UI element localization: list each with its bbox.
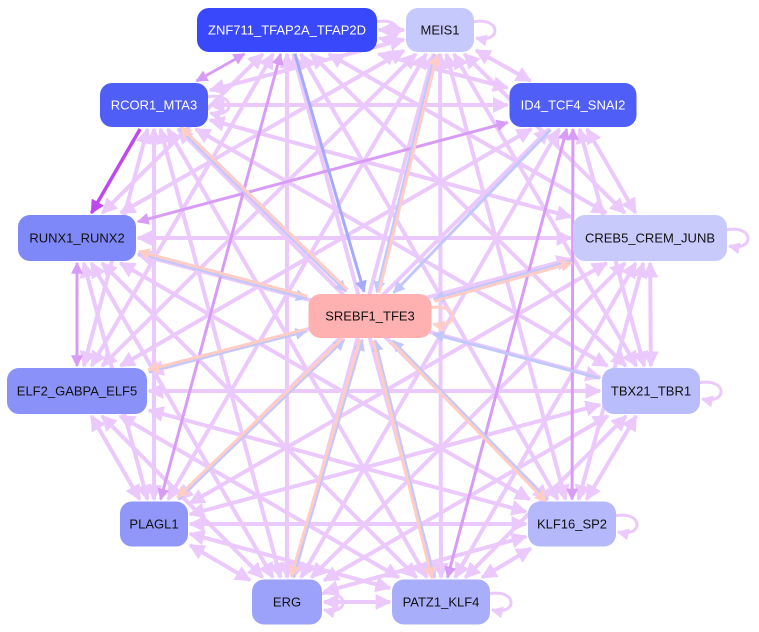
edge-ZNF711_TFAP2A_TFAP2D-to-SREBF1_TFE3	[293, 53, 367, 293]
self-loop-PATZ1_KLF4	[487, 591, 513, 619]
node-label: MEIS1	[420, 23, 459, 38]
node-label: KLF16_SP2	[537, 517, 607, 532]
edge-ID4_TCF4_SNAI2-to-SREBF1_TFE3	[392, 128, 552, 294]
self-loop-SREBF1_TFE3	[429, 305, 454, 333]
edge-SREBF1_TFE3-to-RCOR1_MTA3	[179, 125, 349, 291]
edge-PATZ1_KLF4-to-SREBF1_TFE3	[371, 339, 436, 579]
node-box	[252, 579, 322, 625]
self-loop-CREB5_CREM_JUNB	[724, 227, 750, 255]
edge-SREBF1_TFE3-to-CREB5_CREM_JUNB	[433, 260, 573, 303]
node-label: CREB5_CREM_JUNB	[585, 231, 715, 246]
edge-ERG-to-SREBF1_TFE3	[291, 338, 365, 578]
node-label: ID4_TCF4_SNAI2	[521, 98, 626, 113]
edge-PLAGL1-to-SREBF1_TFE3	[177, 338, 346, 500]
node-label: RCOR1_MTA3	[111, 98, 197, 113]
node-znf711_tfap2a_tfap2d[interactable]: ZNF711_TFAP2A_TFAP2D	[197, 8, 377, 52]
self-loop-KLF16_SP2	[613, 513, 639, 541]
node-box	[602, 368, 700, 414]
node-label: SREBF1_TFE3	[325, 309, 415, 324]
edge-SREBF1_TFE3-to-ELF2_GABPA_ELF5	[147, 327, 307, 373]
node-box	[100, 83, 208, 127]
node-box	[120, 501, 188, 547]
node-klf16_sp2[interactable]: KLF16_SP2	[528, 501, 616, 547]
edge-SREBF1_TFE3-to-PLAGL1	[176, 336, 345, 499]
node-tbx21_tbr1[interactable]: TBX21_TBR1	[602, 368, 700, 414]
edge-MEIS1-to-PATZ1_KLF4	[432, 52, 449, 580]
node-box	[308, 294, 432, 338]
node-id4_tcf4_snai2[interactable]: ID4_TCF4_SNAI2	[509, 83, 637, 127]
node-label: ELF2_GABPA_ELF5	[17, 384, 137, 399]
node-box	[7, 368, 147, 414]
edge-TBX21_TBR1-to-SREBF1_TFE3	[432, 330, 601, 380]
node-box	[197, 8, 377, 52]
node-meis1[interactable]: MEIS1	[406, 8, 474, 52]
node-patz1_klf4[interactable]: PATZ1_KLF4	[392, 579, 490, 625]
node-rcor1_mta3[interactable]: RCOR1_MTA3	[100, 83, 208, 127]
edge-SREBF1_TFE3-to-PATZ1_KLF4	[371, 340, 436, 580]
edge-SREBF1_TFE3-to-RUNX1_RUNX2	[137, 248, 308, 298]
self-loop-MEIS1	[471, 19, 497, 47]
node-box	[528, 501, 616, 547]
node-box	[573, 215, 727, 261]
edges-layer	[71, 19, 750, 619]
node-label: TBX21_TBR1	[611, 384, 691, 399]
edge-CREB5_CREM_JUNB-to-TBX21_TBR1	[642, 261, 659, 368]
node-plagl1[interactable]: PLAGL1	[120, 501, 188, 547]
node-label: RUNX1_RUNX2	[29, 231, 124, 246]
edge-ID4_TCF4_SNAI2-to-KLF16_SP2	[566, 127, 579, 501]
edge-CREB5_CREM_JUNB-to-SREBF1_TFE3	[432, 259, 572, 303]
node-label: ERG	[273, 595, 301, 610]
edge-RUNX1_RUNX2-to-SREBF1_TFE3	[137, 251, 308, 302]
node-creb5_crem_junb[interactable]: CREB5_CREM_JUNB	[573, 215, 727, 261]
edge-MEIS1-to-SREBF1_TFE3	[373, 53, 437, 294]
node-box	[509, 83, 637, 127]
node-elf2_gabpa_elf5[interactable]: ELF2_GABPA_ELF5	[7, 368, 147, 414]
node-srebf1_tfe3[interactable]: SREBF1_TFE3	[308, 294, 432, 338]
self-loop-ZNF711_TFAP2A_TFAP2D	[374, 19, 400, 47]
edge-ELF2_GABPA_ELF5-to-SREBF1_TFE3	[148, 328, 308, 374]
edge-PLAGL1-to-ERG	[188, 543, 252, 583]
self-loop-RCOR1_MTA3	[205, 94, 231, 122]
edge-MEIS1-to-PLAGL1	[166, 52, 428, 501]
edge-RCOR1_MTA3-to-SREBF1_TFE3	[178, 127, 348, 293]
edge-SREBF1_TFE3-to-ERG	[288, 338, 362, 578]
node-label: PATZ1_KLF4	[403, 595, 480, 610]
node-erg[interactable]: ERG	[252, 579, 322, 625]
node-box	[392, 579, 490, 625]
node-box	[406, 8, 474, 52]
self-loop-TBX21_TBR1	[697, 380, 723, 408]
edge-SREBF1_TFE3-to-KLF16_SP2	[390, 341, 548, 503]
node-runx1_runx2[interactable]: RUNX1_RUNX2	[18, 215, 136, 261]
node-box	[18, 215, 136, 261]
self-loop-ERG	[319, 591, 345, 619]
node-label: PLAGL1	[129, 517, 178, 532]
node-label: ZNF711_TFAP2A_TFAP2D	[208, 23, 366, 38]
edge-RCOR1_MTA3-to-RUNX1_RUNX2	[89, 128, 142, 215]
edge-KLF16_SP2-to-SREBF1_TFE3	[391, 339, 549, 502]
edge-SREBF1_TFE3-to-MEIS1	[377, 53, 441, 294]
